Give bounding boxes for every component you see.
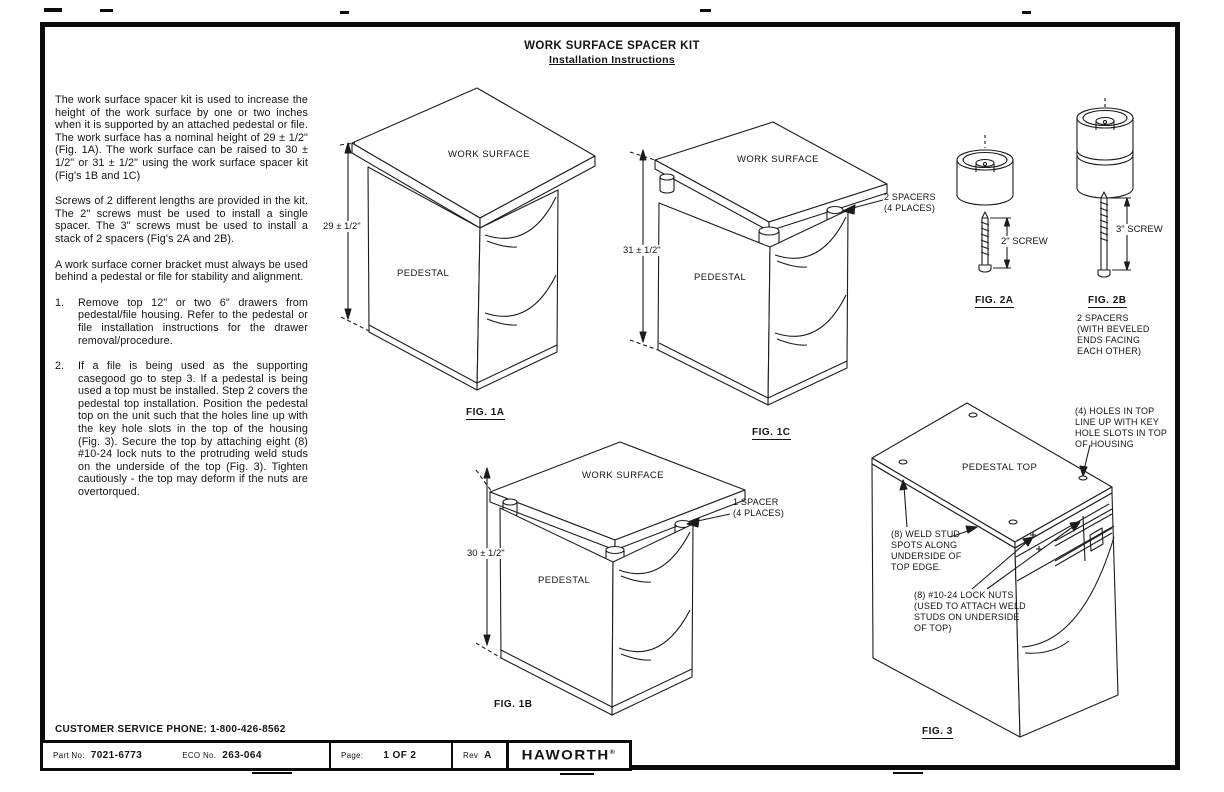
step-2-text: If a file is being used as the supportin… <box>78 360 308 499</box>
fig1b-caption: FIG. 1B <box>494 699 533 710</box>
haworth-logo-text: HAWORTH <box>521 747 610 764</box>
fig1c-work-surface-label: WORK SURFACE <box>737 154 819 165</box>
title-block: Part No: 7021-6773 ECO No. 263-064 Page:… <box>40 740 632 771</box>
eco-no-label: ECO No. <box>182 751 217 760</box>
scan-artifact <box>340 11 349 14</box>
scan-artifact <box>100 9 113 12</box>
scan-artifact <box>700 9 711 12</box>
step-1: 1. Remove top 12" or two 6" drawers from… <box>55 297 308 347</box>
fig3-drawing <box>850 385 1182 747</box>
page-label: Page: <box>341 751 364 760</box>
fig2a-caption: FIG. 2A <box>975 295 1014 308</box>
intro-paragraph-1: The work surface spacer kit is used to i… <box>55 94 308 182</box>
rev-value: A <box>484 750 492 761</box>
title-block-page-cell: Page: 1 OF 2 <box>331 743 453 768</box>
fig1c-height-dimension: 31 ± 1/2" <box>620 245 664 256</box>
intro-paragraph-2: Screws of 2 different lengths are provid… <box>55 195 308 245</box>
fig3-weld-stud-callout: (8) WELD STUD SPOTS ALONG UNDERSIDE OF T… <box>891 529 962 572</box>
fig2b-caption: FIG. 2B <box>1088 295 1127 308</box>
intro-paragraph-3: A work surface corner bracket must alway… <box>55 258 308 284</box>
step-2: 2. If a file is being used as the suppor… <box>55 360 308 499</box>
haworth-logo: HAWORTH® <box>522 748 617 764</box>
fig3-holes-callout: (4) HOLES IN TOP LINE UP WITH KEY HOLE S… <box>1075 406 1168 449</box>
instruction-column: The work surface spacer kit is used to i… <box>55 94 308 512</box>
fig2b-note: 2 SPACERS (WITH BEVELED ENDS FACING EACH… <box>1077 313 1150 356</box>
fig1a-height-dimension: 29 ± 1/2" <box>320 221 364 232</box>
fig2a-screw-label: 2" SCREW <box>998 236 1051 247</box>
fig1a-caption: FIG. 1A <box>466 407 505 420</box>
fig1a-drawing <box>315 85 607 425</box>
title-block-rev-cell: Rev A <box>453 743 509 768</box>
fig1a-pedestal-label: PEDESTAL <box>397 268 450 279</box>
step-1-number: 1. <box>55 296 65 309</box>
eco-no-value: 263-064 <box>222 750 262 761</box>
fig1c-spacer-callout: 2 SPACERS (4 PLACES) <box>884 192 936 213</box>
page-value: 1 OF 2 <box>383 750 417 761</box>
part-no-label: Part No: <box>53 751 85 760</box>
fig3-pedestal-top-label: PEDESTAL TOP <box>962 462 1038 473</box>
scan-artifact <box>252 772 292 774</box>
step-2-number: 2. <box>55 360 65 373</box>
fig3-caption: FIG. 3 <box>922 726 953 739</box>
fig1c-drawing <box>605 120 937 445</box>
fig1b-pedestal-label: PEDESTAL <box>538 575 591 586</box>
haworth-logo-mark: ® <box>609 749 617 756</box>
fig1c-caption: FIG. 1C <box>752 427 791 440</box>
step-1-text: Remove top 12" or two 6" drawers from pe… <box>78 296 308 347</box>
part-no-value: 7021-6773 <box>90 750 143 761</box>
page-title: WORK SURFACE SPACER KIT <box>524 40 700 52</box>
fig2b-screw-label: 3" SCREW <box>1113 224 1166 235</box>
fig1b-height-dimension: 30 ± 1/2" <box>464 548 508 559</box>
fig1c-pedestal-label: PEDESTAL <box>694 272 747 283</box>
fig2-drawing <box>935 100 1185 350</box>
scan-artifact <box>560 773 594 775</box>
fig1a-work-surface-label: WORK SURFACE <box>448 149 530 160</box>
customer-service-phone: CUSTOMER SERVICE PHONE: 1-800-426-8562 <box>55 724 286 735</box>
title-block-brand-cell: HAWORTH® <box>509 743 629 768</box>
scan-artifact <box>1022 11 1031 14</box>
scan-artifact <box>44 8 62 12</box>
fig1b-drawing <box>430 440 790 725</box>
fig3-lock-nuts-callout: (8) #10-24 LOCK NUTS (USED TO ATTACH WEL… <box>914 590 1026 633</box>
scan-artifact <box>893 772 923 774</box>
fig1b-spacer-callout: 1 SPACER (4 PLACES) <box>733 497 785 518</box>
page-subtitle: Installation Instructions <box>549 54 675 66</box>
fig1b-work-surface-label: WORK SURFACE <box>582 470 664 481</box>
rev-label: Rev <box>463 751 479 760</box>
title-block-part-eco-cell: Part No: 7021-6773 ECO No. 263-064 <box>43 743 331 768</box>
